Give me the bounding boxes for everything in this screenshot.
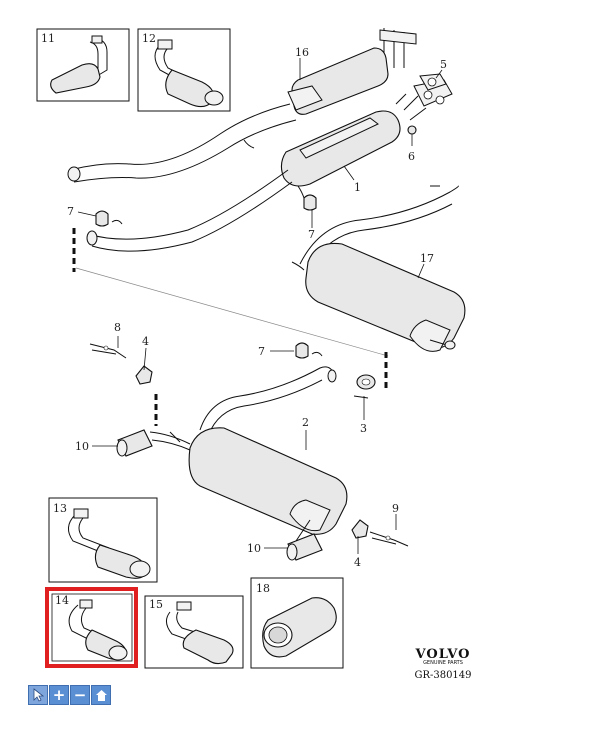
diagram-code: GR-380149 [414,670,472,681]
svg-text:7: 7 [308,228,315,241]
zoom-toolbar: + − [28,685,111,705]
svg-text:11: 11 [41,32,55,45]
callout-3: 3 [360,396,367,435]
callout-6: 6 [408,134,415,163]
svg-text:7: 7 [67,205,74,218]
svg-text:17: 17 [420,252,434,265]
callout-10b: 10 [247,542,288,555]
svg-text:9: 9 [392,502,399,515]
svg-text:16: 16 [295,46,309,59]
inset-box-15[interactable]: 15 [144,595,244,669]
callout-10a: 10 [75,440,118,453]
svg-text:6: 6 [408,150,415,163]
rubber-mount-7c[interactable] [295,342,323,359]
callout-17: 17 [417,252,434,279]
inset-box-11[interactable]: 11 [36,28,130,102]
logo-subtitle: GENUINE PARTS [423,660,463,666]
inset-box-18[interactable]: 18 [250,577,344,669]
svg-text:4: 4 [354,556,361,569]
svg-text:1: 1 [354,181,361,194]
callout-16: 16 [295,46,309,80]
clamp-3[interactable] [353,374,376,399]
zoom-in-icon[interactable]: + [49,685,69,705]
svg-text:14: 14 [55,594,69,607]
rubber-mount-7b[interactable] [297,185,317,211]
rubber-mount-7a[interactable] [95,210,123,227]
rear-silencer-17[interactable] [291,185,466,352]
svg-text:18: 18 [256,582,270,595]
callout-2: 2 [302,416,309,450]
callout-5: 5 [435,58,447,79]
center-silencer-1[interactable] [86,79,453,252]
callout-7c: 7 [258,345,294,358]
logo-brand: VOLVO [415,647,471,662]
svg-text:4: 4 [142,335,149,348]
selection-highlight [45,587,138,668]
svg-text:8: 8 [114,321,121,334]
pointer-icon[interactable] [28,685,48,705]
callout-7a: 7 [67,205,97,218]
section-guide-line [75,267,389,357]
svg-text:2: 2 [302,416,309,429]
gasket-5[interactable] [419,73,447,91]
callout-8: 8 [114,321,121,348]
callout-1: 1 [343,165,361,194]
inset-box-14[interactable]: 14 [45,587,138,668]
rubber-hanger-4b[interactable] [351,519,369,539]
rear-silencer-2[interactable] [149,366,348,545]
svg-text:10: 10 [75,440,89,453]
callout-9: 9 [392,502,399,530]
rubber-hanger-4a[interactable] [135,365,153,385]
zoom-out-icon[interactable]: − [70,685,90,705]
home-icon[interactable] [91,685,111,705]
bracket-9[interactable] [369,531,409,547]
front-silencer-16[interactable] [67,28,417,183]
tailpipe-10a[interactable] [116,429,153,457]
svg-text:10: 10 [247,542,261,555]
svg-text:7: 7 [258,345,265,358]
nut-6[interactable] [407,125,417,135]
callout-7b: 7 [308,210,315,241]
callout-4b: 4 [354,536,361,569]
callout-4a: 4 [142,335,149,371]
inset-box-12[interactable]: 12 [137,28,231,112]
svg-text:12: 12 [142,32,156,45]
svg-text:13: 13 [53,502,67,515]
tailpipe-10b[interactable] [286,533,323,561]
bracket-8[interactable] [89,343,127,359]
volvo-logo: VOLVO GENUINE PARTS GR-380149 [400,647,486,681]
inset-box-13[interactable]: 13 [48,497,158,583]
svg-text:3: 3 [360,422,367,435]
svg-text:15: 15 [149,598,163,611]
svg-text:5: 5 [440,58,447,71]
